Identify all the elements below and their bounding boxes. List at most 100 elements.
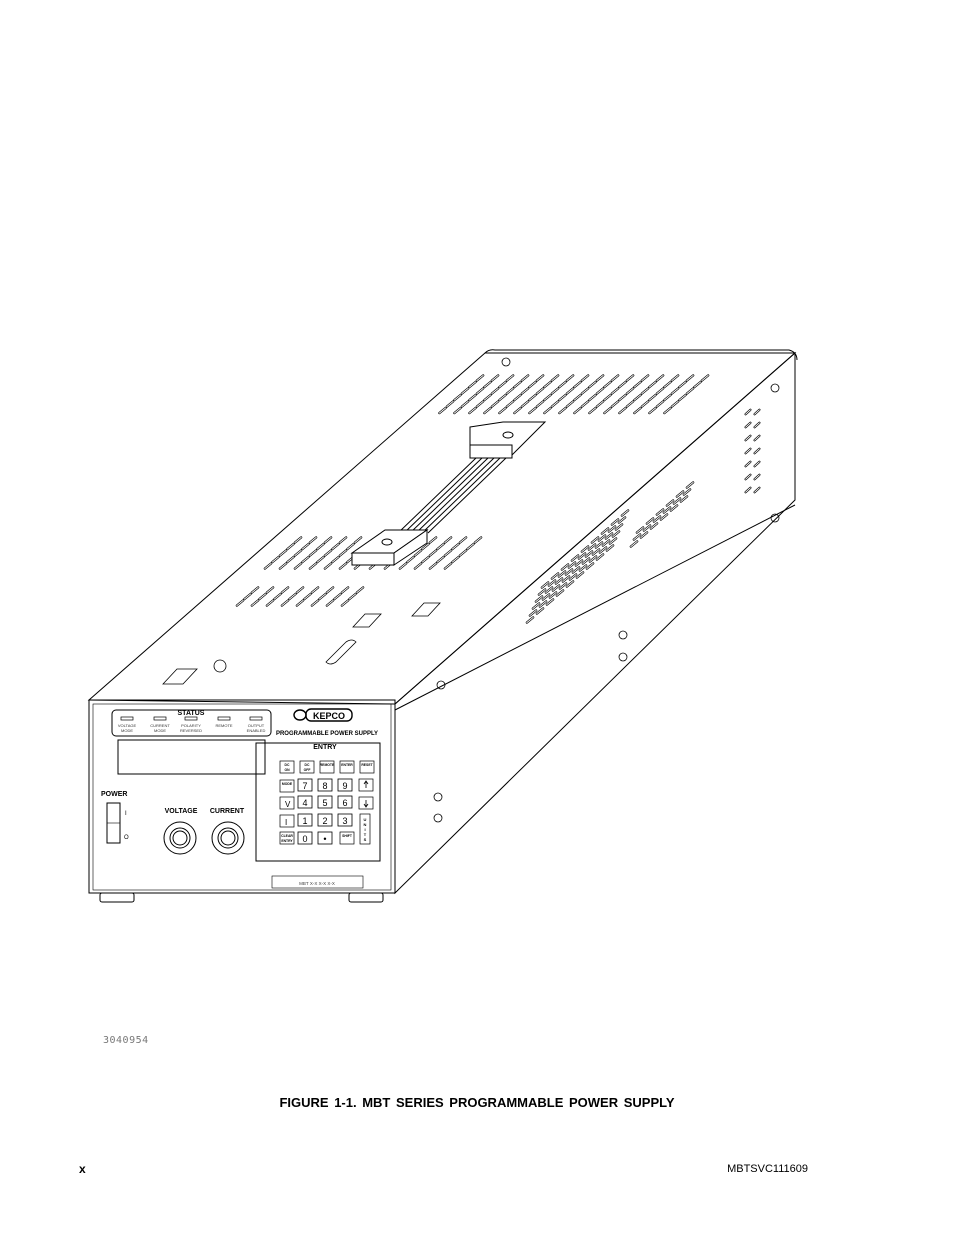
- feet: [99, 892, 384, 903]
- function-key-label: RESET: [361, 763, 373, 767]
- function-key-label: MODE: [282, 782, 293, 786]
- power-on-label: I: [125, 811, 127, 817]
- keypad-key[interactable]: [317, 778, 333, 792]
- display-window: [117, 739, 266, 775]
- down-arrow-icon: [363, 800, 369, 808]
- unit-key-label: V: [285, 800, 291, 809]
- keypad-key-label: 3: [342, 816, 347, 826]
- chassis-top-face: [87, 352, 797, 705]
- indicator-label: POLARITY: [181, 723, 201, 728]
- keypad-key[interactable]: [297, 795, 313, 809]
- function-key-label: ENTRY: [281, 839, 293, 843]
- power-switch[interactable]: [106, 802, 121, 844]
- indicator-led: [217, 716, 231, 721]
- current-label: CURRENT: [210, 808, 245, 815]
- status-indicators: VOLTAGEMODECURRENTMODEPOLARITYREVERSEDRE…: [118, 716, 266, 733]
- model-strip-text: MBT X-X X-X X-X: [299, 881, 335, 886]
- ribbon-cable: [350, 421, 547, 566]
- model-strip: [271, 875, 364, 889]
- brand-subtitle: PROGRAMMABLE POWER SUPPLY: [276, 731, 378, 737]
- keypad-key-label: 0: [302, 834, 307, 844]
- page-number: x: [79, 1162, 86, 1176]
- indicator-label: MODE: [121, 728, 133, 733]
- brand-name: KEPCO: [313, 711, 345, 721]
- keypad-key-label: 1: [302, 816, 307, 826]
- unit-key[interactable]: [279, 814, 295, 828]
- keypad-key[interactable]: [337, 813, 353, 827]
- keypad-key-label: 7: [302, 781, 307, 791]
- figure-caption: FIGURE 1-1. MBT SERIES PROGRAMMABLE POWE…: [279, 1095, 675, 1110]
- indicator-led: [153, 716, 167, 721]
- kepco-logo: [293, 708, 353, 722]
- front-panel: [88, 699, 396, 894]
- power-label: POWER: [101, 791, 127, 798]
- status-title: STATUS: [178, 710, 205, 717]
- entry-title: ENTRY: [313, 744, 337, 751]
- power-off-label: O: [124, 835, 129, 841]
- function-key-label: CLEAR: [281, 834, 293, 838]
- indicator-label: VOLTAGE: [118, 723, 137, 728]
- units-key-letter: U: [364, 817, 367, 822]
- keypad-key-label: 6: [342, 798, 347, 808]
- unit-key-label: I: [285, 818, 287, 827]
- function-key-label: DC: [285, 763, 290, 767]
- units-key-letter: S: [364, 837, 367, 842]
- function-key[interactable]: [279, 779, 295, 793]
- indicator-led: [120, 716, 134, 721]
- function-key-label: SHIFT: [342, 834, 353, 838]
- up-arrow-key[interactable]: [358, 778, 374, 792]
- keypad-key-label: 9: [342, 781, 347, 791]
- chassis-side-face: [394, 351, 796, 895]
- units-key[interactable]: [359, 813, 371, 845]
- current-knob[interactable]: [211, 821, 245, 855]
- function-key[interactable]: [299, 760, 315, 774]
- indicator-led: [184, 716, 198, 721]
- function-key-label: REMOTE: [320, 763, 335, 767]
- indicator-label: REMOTE: [215, 723, 232, 728]
- keypad-key-label: 4: [302, 798, 307, 808]
- unit-key[interactable]: [279, 796, 295, 810]
- units-key-letter: T: [364, 832, 367, 837]
- keypad-key[interactable]: [317, 813, 333, 827]
- keypad-key[interactable]: [297, 778, 313, 792]
- entry-box: [255, 742, 381, 862]
- indicator-label: MODE: [154, 728, 166, 733]
- indicator-label: ENABLED: [247, 728, 266, 733]
- indicator-label: OUTPUT: [248, 723, 265, 728]
- down-arrow-key[interactable]: [358, 796, 374, 810]
- keypad-key[interactable]: [317, 795, 333, 809]
- keypad-key-label: 5: [322, 798, 327, 808]
- function-key[interactable]: [279, 760, 295, 774]
- document-code: MBTSVC111609: [727, 1163, 808, 1175]
- keypad-key-label: 8: [322, 781, 327, 791]
- function-key-label: OFF: [304, 768, 311, 772]
- function-key[interactable]: [319, 760, 335, 774]
- indicator-label: CURRENT: [150, 723, 170, 728]
- keypad-key[interactable]: [297, 813, 313, 827]
- keypad-key-label: 2: [322, 816, 327, 826]
- side-vent-slots: [525, 408, 761, 624]
- function-key-label: ENTER: [341, 763, 353, 767]
- units-key-letter: I: [364, 827, 365, 832]
- top-screws: [213, 357, 780, 823]
- function-key-label: DC: [305, 763, 310, 767]
- voltage-knob[interactable]: [163, 821, 197, 855]
- units-key-letter: N: [364, 822, 367, 827]
- keypad-key[interactable]: [337, 795, 353, 809]
- function-key-label: ON: [284, 768, 290, 772]
- function-key[interactable]: [279, 831, 295, 845]
- keypad-key[interactable]: [297, 831, 313, 845]
- status-box: [111, 709, 272, 737]
- top-cutouts: [162, 602, 441, 685]
- function-key[interactable]: [359, 760, 375, 774]
- top-vent-slots: [235, 374, 710, 607]
- up-arrow-icon: [363, 780, 369, 788]
- function-key[interactable]: [339, 831, 355, 845]
- keypad-key-label: •: [323, 834, 326, 844]
- keypad-key[interactable]: [337, 778, 353, 792]
- voltage-label: VOLTAGE: [165, 808, 198, 815]
- function-key[interactable]: [339, 760, 355, 774]
- keypad-key[interactable]: [317, 831, 333, 845]
